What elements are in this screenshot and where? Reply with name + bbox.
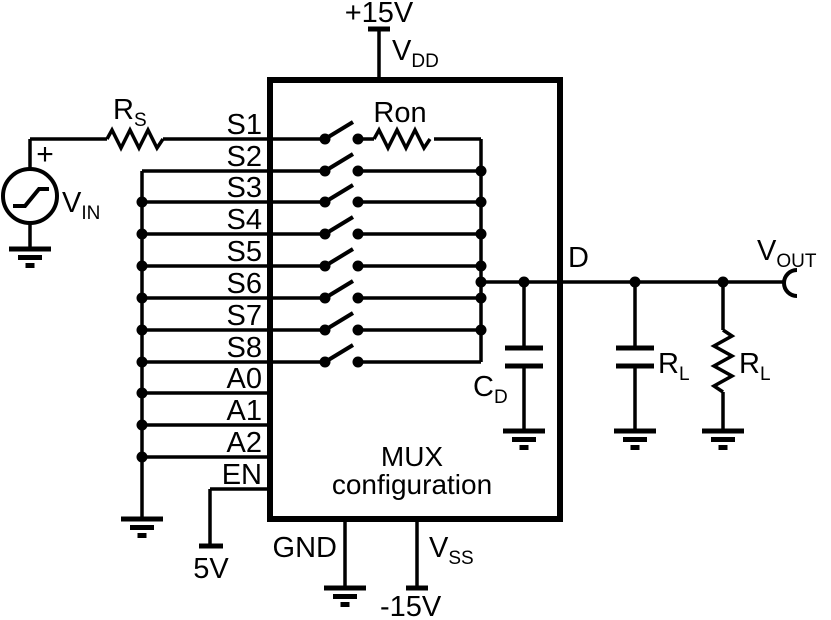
junction-dot: [475, 196, 487, 208]
load-resistor: RL: [702, 282, 771, 448]
pin-label-a1: A1: [227, 395, 262, 427]
gnd-pin: GND: [273, 519, 366, 605]
pin-label-s5: S5: [227, 236, 262, 268]
load-capacitor: RL: [614, 282, 690, 448]
vin-label: VIN: [62, 187, 100, 224]
junction-dot: [475, 292, 487, 304]
switch-arm-icon: [323, 279, 355, 300]
switch-s2: [319, 152, 481, 177]
output-node: D VOUT: [481, 235, 817, 298]
input-ground-bus: [121, 171, 163, 536]
output-terminal-icon: [782, 268, 798, 298]
vdd-supply: +15V VDD: [345, 0, 439, 80]
pin-label-s1: S1: [227, 109, 262, 141]
pin-label-a2: A2: [227, 427, 262, 459]
load-resistor-label: RL: [739, 348, 771, 385]
ground-icon: [324, 588, 366, 605]
rs-resistor: RS: [105, 94, 165, 152]
junction-dot: [475, 165, 487, 177]
ron-label: Ron: [373, 97, 426, 129]
ron-resistor-zigzag-icon: [372, 126, 432, 152]
ground-icon: [614, 431, 656, 448]
switch-s8: [319, 343, 481, 368]
junction-dot: [475, 324, 487, 336]
gnd-label: GND: [273, 532, 337, 564]
junction-dot: [475, 260, 487, 272]
junction-dot: [136, 324, 148, 336]
pin-label-s7: S7: [227, 300, 262, 332]
switch-s3: [319, 183, 481, 208]
cd-label: CD: [473, 371, 508, 408]
switch-s1: Ron: [319, 97, 481, 152]
ground-icon: [702, 431, 744, 448]
pin-label-s8: S8: [227, 332, 262, 364]
junction-dot: [475, 228, 487, 240]
polarity-plus-sign: +: [36, 138, 54, 171]
resistor-zigzag-icon: [710, 328, 736, 394]
resistor-zigzag-icon: [105, 126, 165, 152]
5v-label: 5V: [193, 553, 229, 585]
junction-dot: [136, 196, 148, 208]
junction-dot: [136, 228, 148, 240]
switch-arm-icon: [323, 311, 355, 332]
plus15v-label: +15V: [345, 0, 414, 29]
junction-dot: [136, 356, 148, 368]
box-title: MUX configuration: [332, 441, 492, 500]
minus15v-label: -15V: [380, 591, 442, 620]
junction-dot: [136, 387, 148, 399]
pin-label-en: EN: [222, 459, 262, 491]
switch-arm-icon: [323, 183, 355, 204]
box-title-line2: configuration: [332, 469, 492, 500]
switch-arm-icon: [323, 215, 355, 236]
pin-label-s4: S4: [227, 204, 262, 236]
pin-label-s3: S3: [227, 172, 262, 204]
switch-s4: [319, 215, 481, 240]
pin-label-s2: S2: [227, 141, 262, 173]
switch-arm-icon: [323, 152, 355, 173]
d-node-label: D: [568, 242, 589, 274]
switch-arm-icon: [323, 343, 355, 364]
switch-s7: [319, 311, 481, 336]
switch-arm-icon: [323, 247, 355, 268]
ground-icon: [9, 249, 51, 266]
ground-icon: [503, 431, 545, 448]
junction-dot: [136, 451, 148, 463]
box-title-line1: MUX: [381, 441, 444, 472]
vdd-pin-label: VDD: [392, 35, 439, 72]
vss-supply: VSS -15V: [380, 519, 474, 620]
junction-dot: [136, 419, 148, 431]
junction-dot: [136, 292, 148, 304]
enable-supply: 5V: [193, 489, 229, 585]
pin-label-a0: A0: [227, 363, 262, 395]
pin-label-s6: S6: [227, 268, 262, 300]
source-circle-icon: [1, 167, 59, 225]
drain-bus: [475, 139, 487, 362]
junction-dot: [136, 260, 148, 272]
load-capacitor-label: RL: [658, 348, 690, 385]
switch-s6: [319, 279, 481, 304]
ground-icon: [121, 519, 163, 536]
vss-pin-label: VSS: [429, 532, 474, 569]
rs-label: RS: [113, 94, 147, 131]
vout-label: VOUT: [757, 235, 817, 272]
input-pins: S1 S2 S3 S4 S5 S6 S7 S8 A0 A1 A2 EN: [142, 109, 325, 491]
ramp-waveform-icon: [13, 187, 49, 208]
cd-capacitor: CD: [473, 282, 545, 448]
vin-source: + VIN: [1, 137, 107, 266]
switch-s5: [319, 247, 481, 272]
switch-arm-icon: [323, 120, 355, 141]
